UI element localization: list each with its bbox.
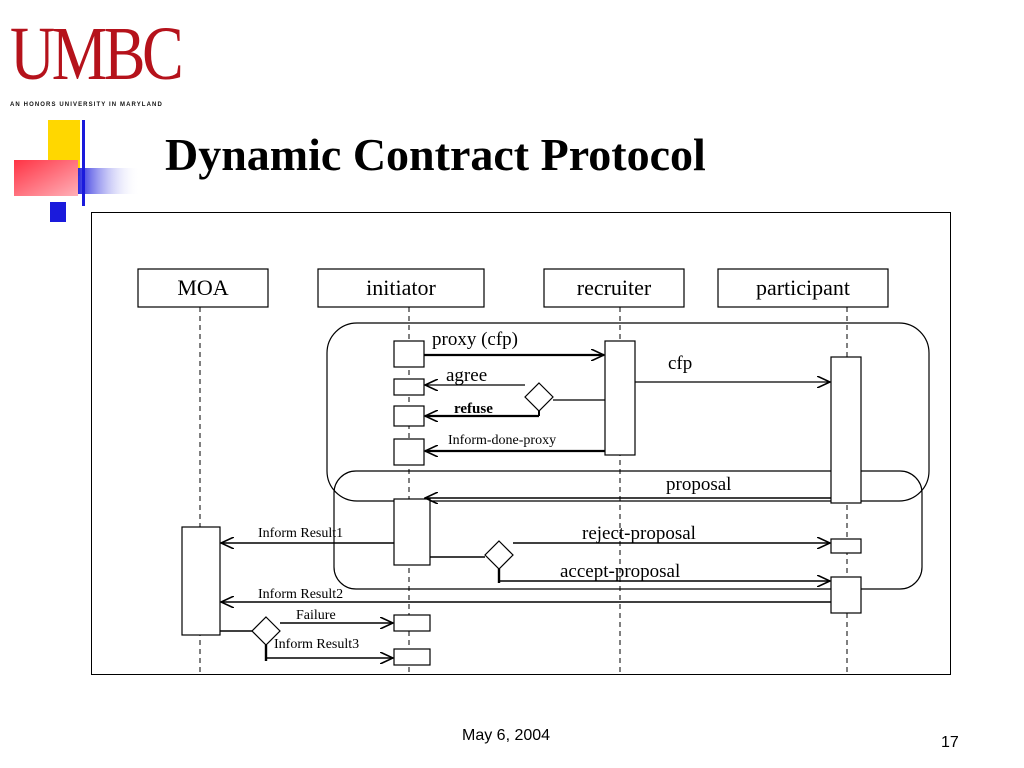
lifeline-moa-label: MOA xyxy=(177,275,228,300)
msg-inform-result3-label: Inform Result3 xyxy=(274,637,359,652)
activation-initiator-5 xyxy=(393,498,431,566)
msg-refuse: refuse xyxy=(425,401,539,417)
activation-participant-2 xyxy=(830,538,862,554)
logo-tagline: AN HONORS UNIVERSITY IN MARYLAND xyxy=(10,102,163,108)
decision-diamond-recruiter xyxy=(524,382,554,412)
lifeline-participant: participant xyxy=(717,268,889,308)
activation-initiator-3 xyxy=(393,405,425,427)
msg-accept-proposal-label: accept-proposal xyxy=(560,561,680,582)
activation-initiator-6 xyxy=(393,614,431,632)
msg-proposal: proposal xyxy=(425,474,831,498)
msg-inform-result3: Inform Result3 xyxy=(266,637,393,658)
msg-proposal-label: proposal xyxy=(666,474,731,495)
activation-initiator-2 xyxy=(393,378,425,396)
msg-agree: agree xyxy=(425,365,525,386)
msg-reject-proposal-label: reject-proposal xyxy=(582,523,696,544)
lifeline-initiator-label: initiator xyxy=(366,275,436,300)
msg-reject-proposal: reject-proposal xyxy=(513,523,830,544)
msg-agree-label: agree xyxy=(446,365,487,386)
msg-cfp-label: cfp xyxy=(668,353,692,374)
activation-initiator-1 xyxy=(393,340,425,368)
msg-inform-done-proxy: Inform-done-proxy xyxy=(425,433,605,451)
msg-proxy-cfp: proxy (cfp) xyxy=(424,329,604,355)
activation-recruiter xyxy=(604,340,636,456)
cfp-phase-frame xyxy=(326,322,930,502)
msg-inform-result1-label: Inform Result1 xyxy=(258,526,343,541)
activation-initiator-4 xyxy=(393,438,425,466)
msg-cfp: cfp xyxy=(635,353,830,382)
umbc-logo: UMBC AN HONORS UNIVERSITY IN MARYLAND xyxy=(8,8,218,112)
logo-wordmark: UMBC xyxy=(10,12,184,96)
msg-failure-label: Failure xyxy=(296,608,336,623)
activation-moa xyxy=(181,526,221,636)
decision-diamond-initiator xyxy=(484,540,514,570)
msg-failure: Failure xyxy=(280,608,393,623)
activation-initiator-7 xyxy=(393,648,431,666)
msg-inform-result2: Inform Result2 xyxy=(221,587,831,602)
msg-inform-result1: Inform Result1 xyxy=(221,526,394,543)
msg-inform-done-proxy-label: Inform-done-proxy xyxy=(448,433,556,448)
sequence-diagram-canvas: MOA initiator recruiter participant xyxy=(137,268,930,673)
msg-inform-result2-label: Inform Result2 xyxy=(258,587,343,602)
slide-title: Dynamic Contract Protocol xyxy=(165,129,706,180)
lifeline-recruiter: recruiter xyxy=(543,268,685,308)
lifeline-initiator: initiator xyxy=(317,268,485,308)
slide-decoration xyxy=(14,120,140,222)
activation-participant-1 xyxy=(830,356,862,504)
lifeline-participant-label: participant xyxy=(756,275,850,300)
activation-participant-3 xyxy=(830,576,862,614)
lifeline-recruiter-label: recruiter xyxy=(577,275,652,300)
page-number: 17 xyxy=(941,734,959,751)
sequence-diagram: MOA initiator recruiter participant xyxy=(91,212,951,675)
msg-proxy-cfp-label: proxy (cfp) xyxy=(432,329,518,350)
msg-refuse-label: refuse xyxy=(454,401,493,417)
msg-accept-proposal: accept-proposal xyxy=(499,561,830,582)
footer-date: May 6, 2004 xyxy=(462,727,551,744)
lifeline-moa: MOA xyxy=(137,268,269,308)
proposal-phase-frame xyxy=(333,470,923,590)
